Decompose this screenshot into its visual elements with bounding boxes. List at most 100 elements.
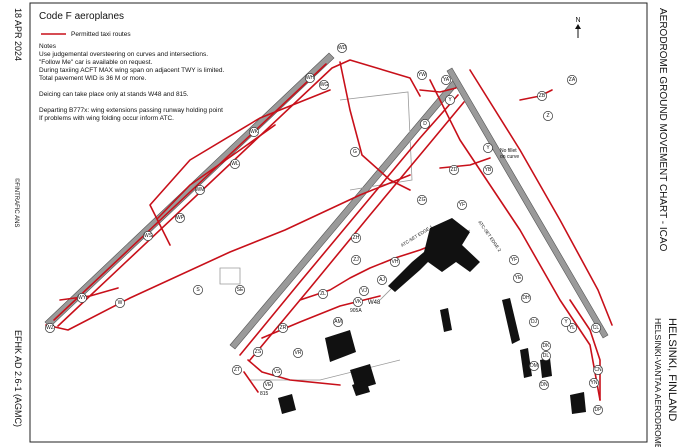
taxiway-marker [543,111,553,121]
notes-block: Use judgemental oversteering on curves a… [39,51,225,122]
route-ya [419,87,457,93]
apron-building [440,308,452,332]
terminal-east-pier [502,298,520,344]
notes-line: If problems with wing folding occur info… [39,115,174,122]
taxiway-label: ZA [569,77,576,83]
taxiway-marker [390,257,400,267]
notes-heading: Notes [39,43,57,50]
taxiway-label: YL [569,325,575,331]
taxiway-label: ZD [451,167,458,173]
on-curve-label: on curve [500,154,519,160]
taxiway-label: DP [595,407,603,413]
taxiway-marker [539,380,549,390]
route-apron [299,239,446,301]
taxiway-marker [193,285,203,295]
taxiway-marker [77,293,87,303]
taxiway-label: VR [295,350,302,356]
buildings [278,218,586,414]
chart-date: 18 APR 2024 [13,8,23,61]
taxiway-marker [232,365,242,375]
taxiway-label: DJ [531,319,538,325]
no-fillet-label: No fillet [500,148,517,154]
taxiway-label: VS [274,369,281,375]
taxiway-marker [567,75,577,85]
taxiway-label: AM [334,319,342,325]
taxiway-marker [541,351,551,361]
taxiway-label: CN [594,367,602,373]
taxiway-label: D [423,121,427,127]
taxiway-marker [253,347,263,357]
stand-w48-label: W48 [368,300,381,306]
taxiway-label: Y [564,319,568,325]
taxiway-label: DM [530,363,538,369]
taxiway-marker [449,165,459,175]
taxiway-label: YN [591,380,598,386]
taxiway-marker [483,165,493,175]
north-arrowhead-icon [575,24,581,29]
taxiway-marker [593,365,603,375]
taxi-routes [45,59,613,401]
taxiway-label: ZL [320,291,326,297]
taxiway-label: VK [355,299,362,305]
taxiway-label: Z [546,113,549,119]
terminal-main [388,218,480,292]
route-zb [519,89,553,101]
taxiway-marker [567,323,577,333]
taxiway-label: YF [459,202,465,208]
taxiway-marker [272,367,282,377]
taxiway-marker [420,119,430,129]
hangar-a [325,330,356,362]
taxiway-marker [115,298,125,308]
taxiway-label: SE [237,287,244,293]
route-g [339,61,411,191]
taxiway-label: WY [78,295,87,301]
route-east-stub [569,299,601,401]
taxiway-marker [333,317,343,327]
taxiway-marker [249,127,259,137]
taxiway-marker [351,233,361,243]
taxiway-label: VE [265,382,272,388]
taxiway-marker [143,231,153,241]
taxiway-marker [278,323,288,333]
route-west-parallel-a [53,63,327,321]
taxiway-label: WD [338,45,347,51]
hangar-c [352,380,370,396]
taxiway-marker [483,143,493,153]
taxiway-marker [318,289,328,299]
taxiway-label: ZB [539,93,546,99]
notes-line: During taxiing ACFT MAX wing span on adj… [39,67,225,74]
taxiway-label: AJ [379,277,385,283]
taxiway-label: S [196,287,200,293]
taxiway-marker [537,91,547,101]
taxiway-label: DN [540,382,548,388]
aerodrome-name: HELSINKI-VANTAA AERODROME [653,318,663,447]
taxiway-label: WS [144,233,153,239]
route-w-cross [45,174,411,331]
route-wp [157,124,276,219]
taxiway-marker [263,380,273,390]
notes-line: "Follow Me" car is available on request. [39,59,153,66]
taxiway-marker [45,323,55,333]
taxiway-label: WP [176,215,185,221]
taxiway-marker [513,273,523,283]
taxiway-marker [529,317,539,327]
route-wk-w [149,89,331,246]
taxiway-marker [359,286,369,296]
notes-line: Total pavement WID is 36 M or more. [39,75,146,82]
taxiway-marker [230,159,240,169]
route-wy [59,287,119,301]
notes-line: Deicing can take place only at stands W4… [39,91,189,98]
chart-identifier: EFHK AD 2.6-1 (AGMC) [13,330,23,427]
route-zs [247,359,341,386]
taxiway-marker [509,255,519,265]
taxiway-label: ZR [280,325,287,331]
taxiway-label: YB [485,167,492,173]
taxiway-marker [593,405,603,415]
city-name: HELSINKI, FINLAND [666,318,678,421]
taxiway-marker [350,147,360,157]
taxiway-label: WH [306,75,315,81]
taxiway-label: VJ [361,288,367,294]
taxiway-label: WK [250,129,259,135]
page-title: Code F aeroplanes [39,11,124,22]
taxiway-marker [529,361,539,371]
